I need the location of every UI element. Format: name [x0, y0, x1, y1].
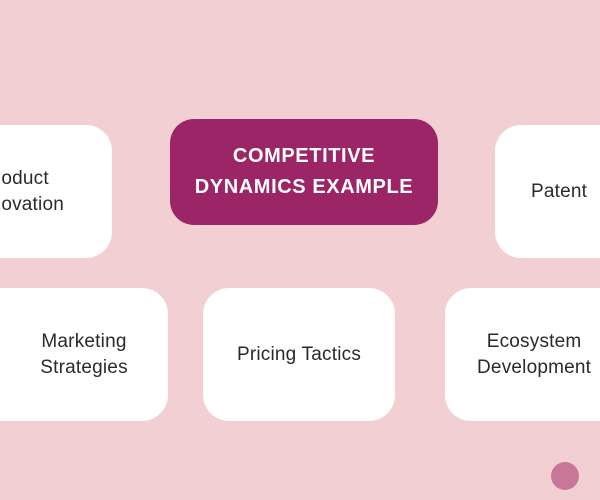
node-marketing-strategies: Marketing Strategies — [0, 288, 168, 421]
node-pricing-tactics: Pricing Tactics — [203, 288, 395, 421]
node-ecosystem-development-label: Ecosystem Development — [477, 330, 592, 378]
node-product-innovation-label: oduct ovation — [1, 167, 64, 215]
node-patent-label: Patent — [531, 180, 588, 202]
node-product-innovation: oduct ovation — [0, 125, 112, 258]
center-node-label: COMPETITIVE DYNAMICS EXAMPLE — [194, 145, 414, 198]
decorative-dot — [551, 462, 579, 490]
node-patent: Patent — [495, 125, 600, 258]
node-pricing-tactics-label: Pricing Tactics — [236, 343, 362, 365]
node-ecosystem-development: Ecosystem Development — [445, 288, 600, 421]
node-marketing-strategies-label: Marketing Strategies — [40, 330, 128, 378]
center-node: COMPETITIVE DYNAMICS EXAMPLE — [170, 119, 438, 225]
